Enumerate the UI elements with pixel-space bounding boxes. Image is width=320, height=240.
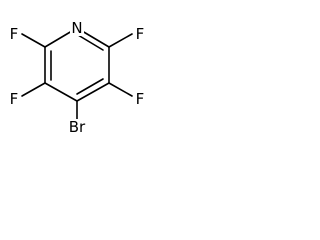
atom-f-lower-left-label: F xyxy=(10,90,19,108)
atom-f-upper-left-label: F xyxy=(10,25,19,43)
atom-br-label: Br xyxy=(69,118,86,136)
bond-c6-f xyxy=(108,33,133,48)
bond-c3-f xyxy=(21,82,46,97)
substituent-bonds xyxy=(21,33,133,121)
double-bond-inner-c6-n xyxy=(77,34,104,51)
atom-n-label: N xyxy=(71,19,82,37)
atom-f-upper-right-label: F xyxy=(136,25,145,43)
atom-f-lower-right-label: F xyxy=(136,90,145,108)
ring-bond-c3-c4 xyxy=(44,82,78,102)
ring-bond-c4-c5 xyxy=(76,82,110,102)
pyridine-ring xyxy=(44,27,110,102)
double-bond-inner-c4-c5 xyxy=(76,78,104,95)
bond-c2-f xyxy=(21,33,46,48)
atom-labels: N F F F F Br xyxy=(7,19,147,136)
chemical-structure-diagram: N F F F F Br xyxy=(7,19,147,136)
bond-c5-f xyxy=(108,82,133,97)
